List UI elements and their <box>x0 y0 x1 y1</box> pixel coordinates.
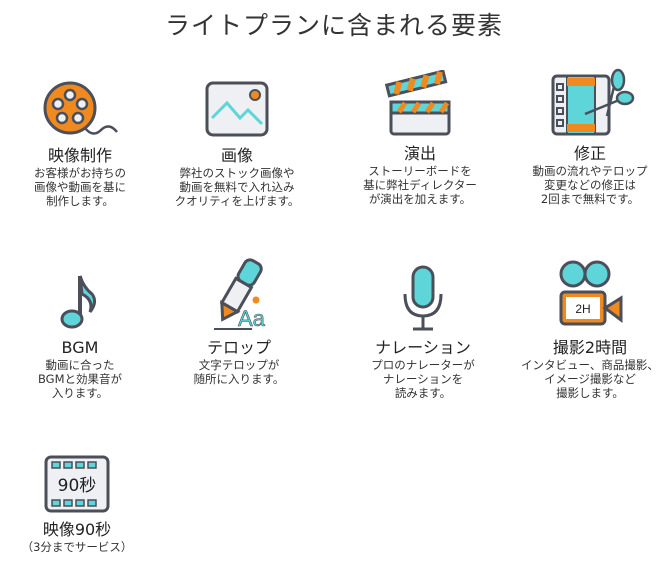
item-video-length: 90秒 映像90秒 （3分までサービス） <box>0 454 162 554</box>
item-title: 演出 <box>403 144 436 163</box>
item-desc: インタビュー、商品撮影、 イメージ撮影など 撮影します。 <box>521 358 659 400</box>
item-title: 映像制作 <box>47 146 112 165</box>
item-title: 映像90秒 <box>42 520 112 539</box>
item-desc: 弊社のストック画像や 動画を無料で入れ込み クオリティを上げます。 <box>174 166 300 208</box>
icon-text: 2H <box>575 302 590 316</box>
item-bgm: BGM 動画に合った BGMと効果音が 入ります。 <box>0 272 165 400</box>
item-desc: 文字テロップが 随所に入ります。 <box>193 358 285 386</box>
film-reel-icon <box>43 81 118 135</box>
item-title: 画像 <box>220 146 253 165</box>
page-title: ライトプランに含まれる要素 <box>164 11 503 40</box>
item-desc: 動画の流れやテロップ 変更などの修正は 2回まで無料です。 <box>532 164 648 206</box>
item-title: 修正 <box>573 144 606 163</box>
item-title: BGM <box>61 338 99 357</box>
item-desc: 動画に合った BGMと効果音が 入ります。 <box>37 358 123 400</box>
item-direction: 演出 ストーリーボードを 基に弊社ディレクター が演出を加えます。 <box>335 70 505 206</box>
clapperboard-icon <box>385 70 451 136</box>
item-title: ナレーション <box>375 338 471 357</box>
pen-text-icon: Aa <box>214 258 266 331</box>
item-video-production: 映像制作 お客様がお持ちの 画像や動画を基に 制作します。 <box>0 80 165 208</box>
item-desc: お客様がお持ちの 画像や動画を基に 制作します。 <box>34 166 126 208</box>
item-title: テロップ <box>206 338 271 357</box>
film-scissors-icon <box>551 68 635 136</box>
microphone-icon <box>403 265 443 331</box>
item-image: 画像 弊社のストック画像や 動画を無料で入れ込み クオリティを上げます。 <box>152 80 322 208</box>
music-note-icon <box>60 275 97 329</box>
icon-text: 90秒 <box>58 476 97 496</box>
item-desc: ストーリーボードを 基に弊社ディレクター が演出を加えます。 <box>363 164 477 206</box>
item-desc: （3分までサービス） <box>21 540 133 554</box>
item-title: 撮影2時間 <box>552 338 628 357</box>
item-narration: ナレーション プロのナレーターが ナレーションを 読みます。 <box>338 264 508 400</box>
item-shooting: 2H 撮影2時間 インタビュー、商品撮影、 イメージ撮影など 撮影します。 <box>505 260 668 400</box>
video-camera-icon: 2H <box>559 260 623 326</box>
image-icon <box>205 81 269 137</box>
film-strip-icon: 90秒 <box>44 455 110 513</box>
icon-text: Aa <box>238 306 266 331</box>
item-telop: Aa テロップ 文字テロップが 随所に入ります。 <box>154 258 324 386</box>
item-revision: 修正 動画の流れやテロップ 変更などの修正は 2回まで無料です。 <box>505 66 668 206</box>
item-desc: プロのナレーターが ナレーションを 読みます。 <box>371 358 475 400</box>
